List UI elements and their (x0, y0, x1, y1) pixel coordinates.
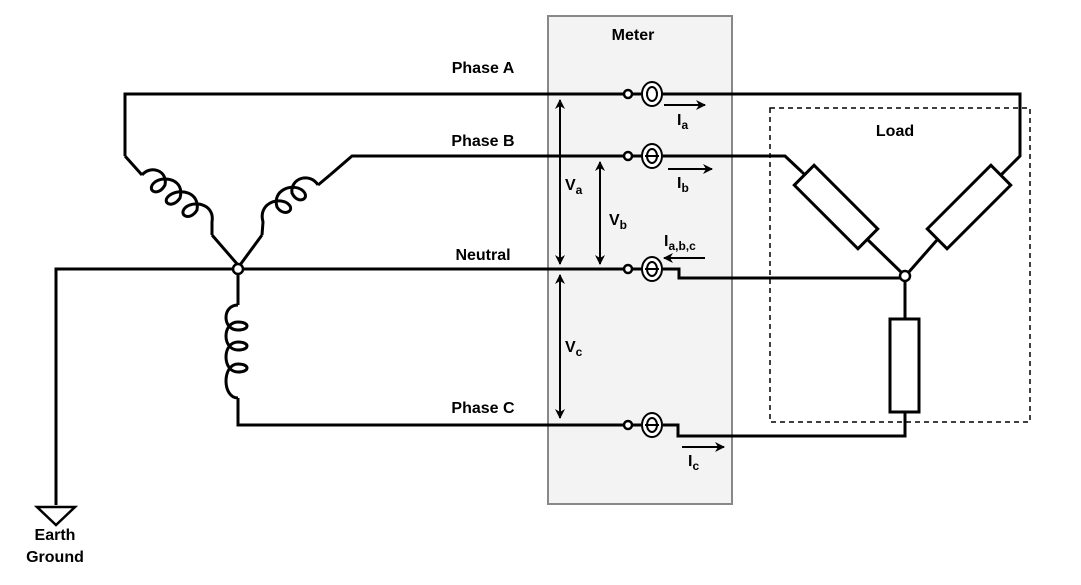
terminal-b-icon (622, 150, 634, 162)
phase-a-label: Phase A (452, 60, 515, 77)
ground-label-line1: Earth (35, 527, 76, 544)
meter-box (547, 15, 733, 505)
source-coil-c-icon (224, 274, 249, 400)
meter-label: Meter (612, 27, 655, 44)
load-box (769, 107, 1031, 423)
neutral-wire (54, 267, 900, 505)
va-label: Va (565, 177, 583, 197)
source-neutral-node-icon (231, 262, 245, 276)
neutral-label: Neutral (455, 247, 510, 264)
load-label: Load (876, 123, 914, 140)
ic-label: Ic (688, 453, 699, 473)
ct-b-icon (641, 143, 663, 169)
load-resistor-a-icon (792, 163, 904, 275)
terminal-c-icon (622, 419, 634, 431)
vb-label: Vb (609, 212, 627, 232)
iabc-label: Ia,b,c (664, 233, 696, 253)
source-coil-a-icon (123, 154, 240, 266)
ct-c-icon (641, 412, 663, 438)
ground-icon (33, 505, 79, 527)
load-neutral-node-icon (898, 269, 912, 283)
ct-n-icon (641, 256, 663, 282)
load-resistor-c-icon (888, 282, 921, 414)
ib-label: Ib (677, 175, 689, 195)
phase-b-label: Phase B (451, 133, 514, 150)
source-coil-b-icon (238, 173, 331, 266)
ground-label-line2: Ground (26, 549, 84, 566)
load-resistor-b-icon (906, 163, 1013, 274)
terminal-a-icon (622, 88, 634, 100)
ia-label: Ia (677, 112, 688, 132)
phase-c-label: Phase C (451, 400, 515, 417)
ct-a-icon (641, 81, 663, 107)
terminal-n-icon (622, 263, 634, 275)
vc-label: Vc (565, 339, 583, 359)
